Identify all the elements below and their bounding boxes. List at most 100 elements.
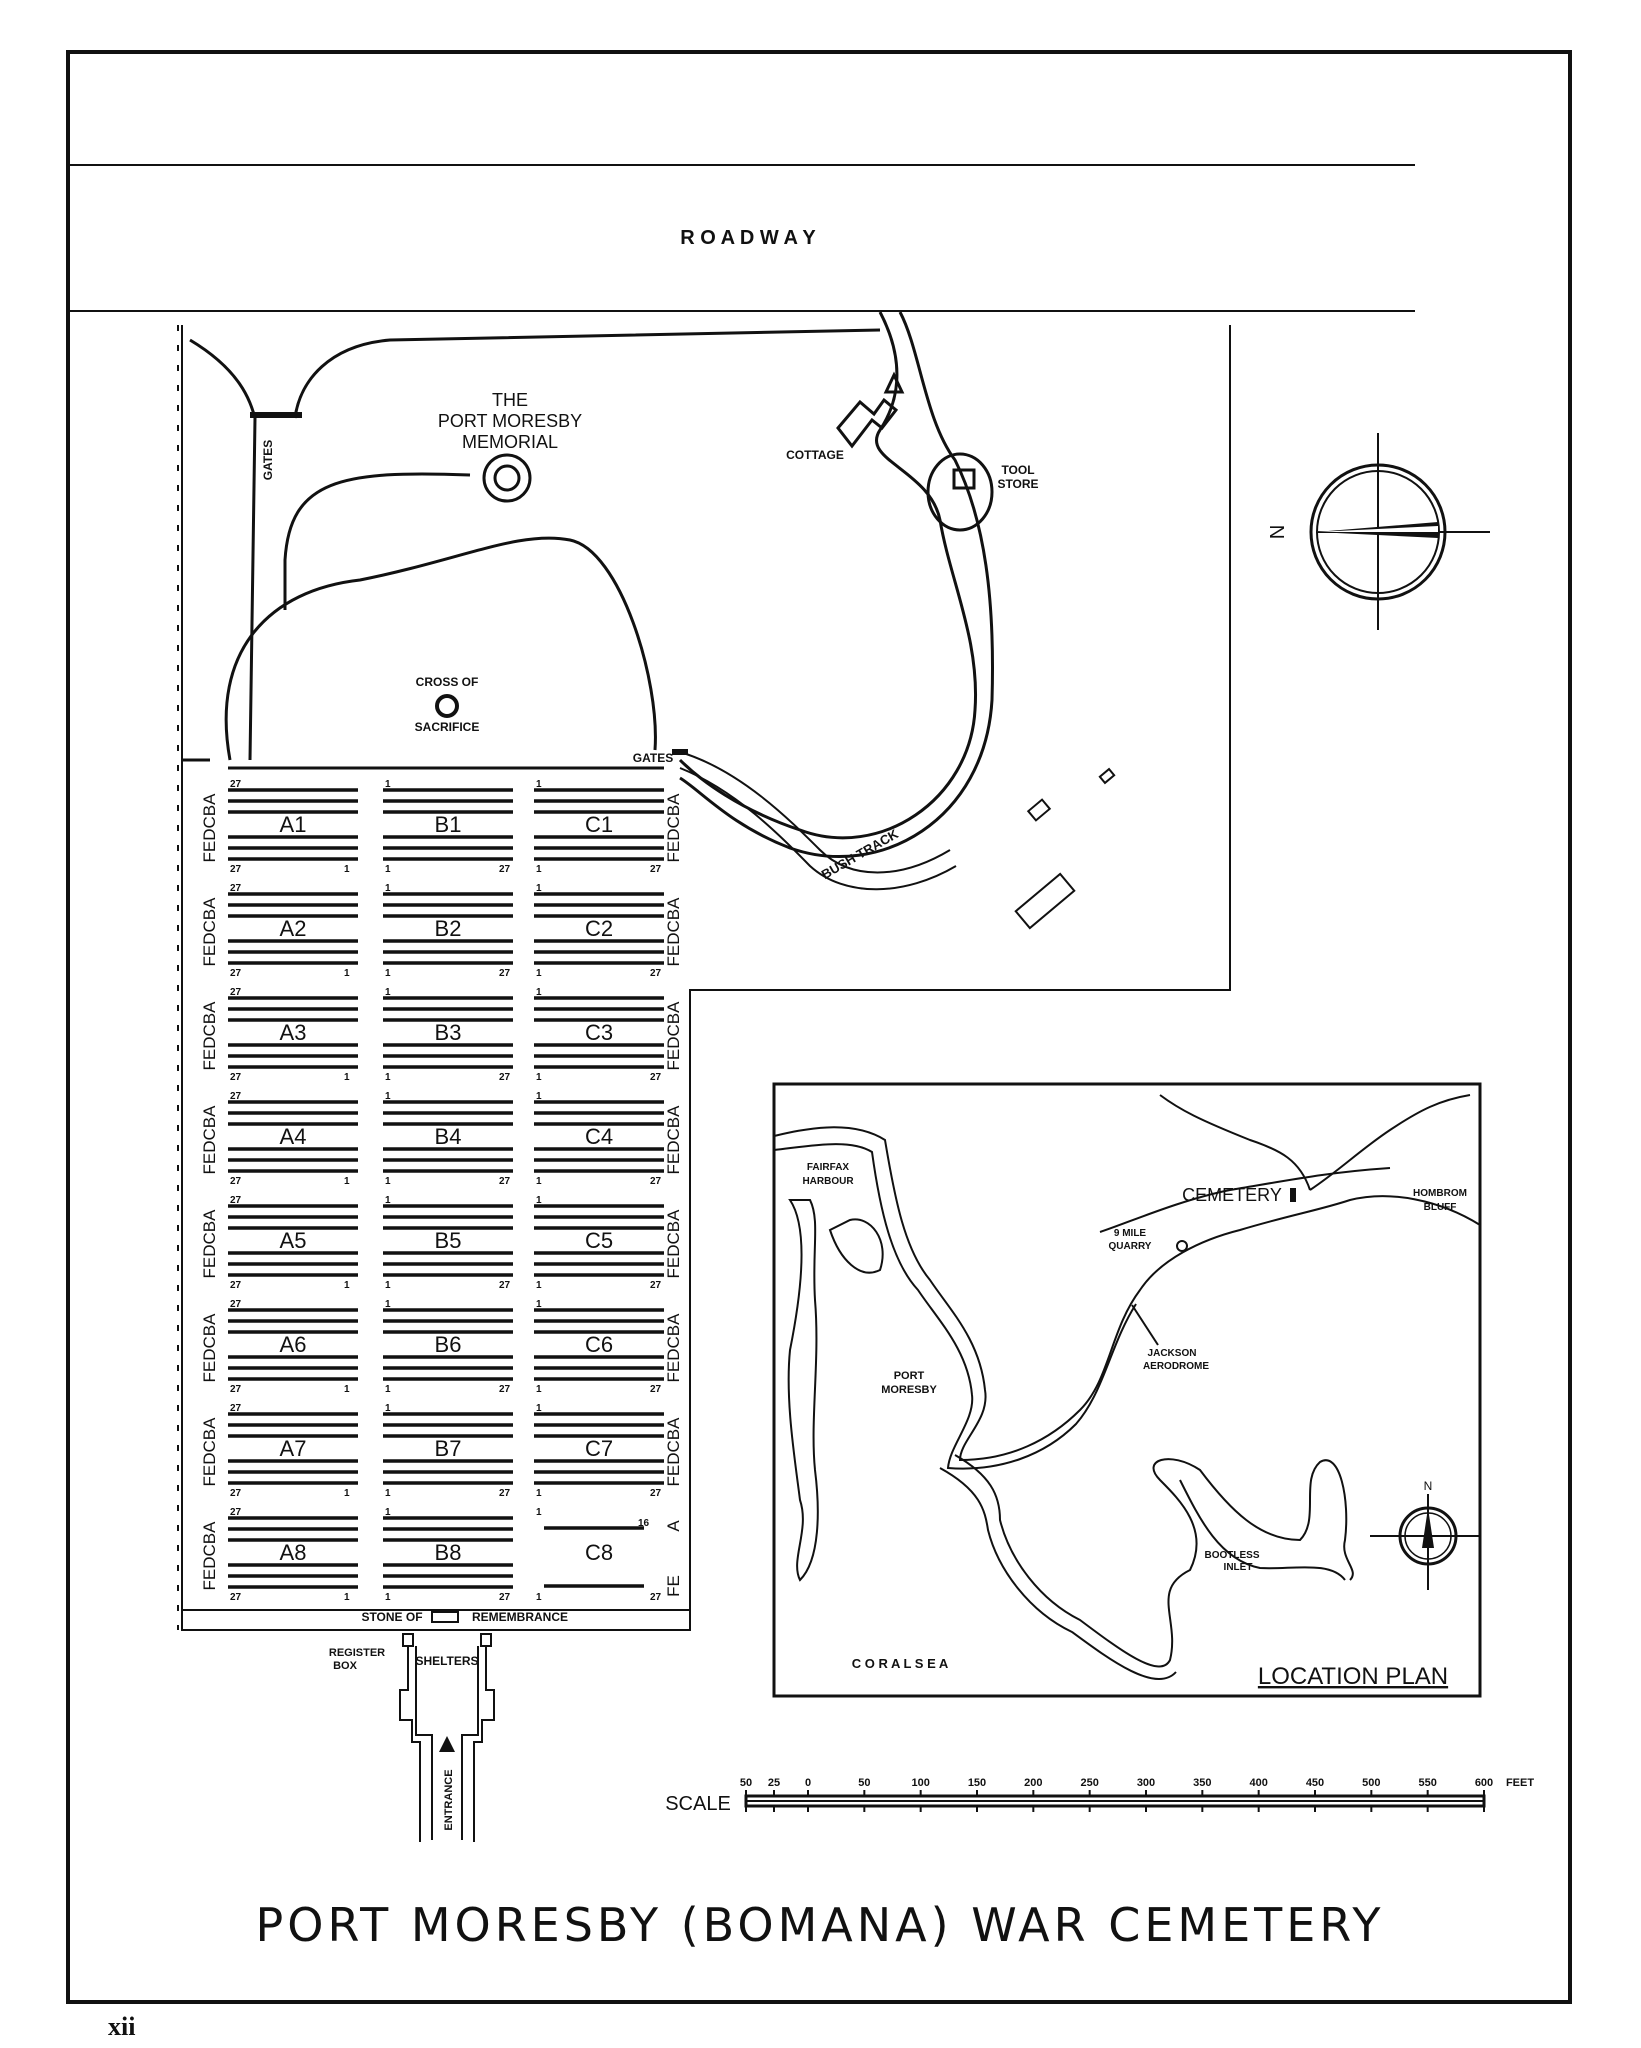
section-label: C4 — [585, 1124, 613, 1149]
memorial-lawn-edge — [224, 536, 657, 761]
section-label: B1 — [435, 812, 462, 837]
section-label-bg — [574, 919, 624, 939]
row-letters-right: FEDCBA — [664, 1105, 683, 1175]
grave-number: 1 — [385, 779, 391, 790]
grave-number: 27 — [230, 883, 242, 894]
port-moresby-label-line2: MORESBY — [881, 1384, 937, 1396]
scale-unit: FEET — [1506, 1777, 1534, 1789]
grave-number: 27 — [650, 1072, 662, 1083]
cottage-island — [883, 371, 905, 394]
grave-number: 27 — [230, 1403, 242, 1414]
location-plan-map — [773, 1094, 1481, 1680]
grave-number: 1 — [536, 1299, 542, 1310]
grave-number: 1 — [536, 1488, 542, 1499]
bush-track-line1 — [679, 751, 951, 874]
section-label: B8 — [435, 1540, 462, 1565]
gates-top-label: GATES — [261, 440, 275, 480]
nine-mile-quarry-label-line2: QUARRY — [1109, 1241, 1152, 1252]
section-label: A7 — [280, 1436, 307, 1461]
grave-number: 1 — [385, 1488, 391, 1499]
grave-number: 1 — [385, 1507, 391, 1518]
grave-number: 1 — [536, 1384, 542, 1395]
cottage-building — [836, 397, 899, 449]
location-cemetery-label: CEMETERY — [1182, 1185, 1282, 1205]
section-label-bg — [423, 815, 473, 835]
section-label: A5 — [280, 1228, 307, 1253]
nine-mile-quarry-label-line1: 9 MILE — [1114, 1228, 1147, 1239]
grave-number: 16 — [638, 1518, 650, 1529]
section-label: B7 — [435, 1436, 462, 1461]
grave-number: 27 — [230, 1195, 242, 1206]
cottage-drive — [678, 311, 978, 840]
section-label-bg — [268, 1335, 318, 1355]
section-label-bg — [574, 815, 624, 835]
memorial-circle-inner — [493, 464, 521, 492]
grave-number: 27 — [499, 864, 511, 875]
jackson-aerodrome-label-line1: JACKSON — [1148, 1348, 1197, 1359]
outbuilding-large — [1014, 872, 1076, 930]
section-label-bg — [423, 919, 473, 939]
row-letters-left: FEDCBA — [200, 793, 219, 863]
scale-tick-label: 150 — [968, 1777, 986, 1789]
grave-number: 1 — [385, 1384, 391, 1395]
grave-number: 27 — [650, 1176, 662, 1187]
grave-number: 1 — [344, 1280, 350, 1291]
grave-number: 27 — [230, 1072, 242, 1083]
section-label: B5 — [435, 1228, 462, 1253]
tool-store-label-line2: STORE — [997, 477, 1038, 491]
grave-number: 27 — [230, 987, 242, 998]
cemetery-boundary — [181, 325, 1231, 1631]
section-label: A4 — [280, 1124, 307, 1149]
nine-mile-quarry-marker — [1176, 1240, 1188, 1252]
section-label-bg — [574, 1023, 624, 1043]
north-compass — [1309, 433, 1490, 630]
grave-number: 1 — [344, 1592, 350, 1603]
grave-number: 1 — [536, 1176, 542, 1187]
cross-of-sacrifice-marker — [435, 694, 459, 718]
shelter-left — [402, 1633, 414, 1647]
row-letters-left: FEDCBA — [200, 1105, 219, 1175]
section-label-bg — [268, 1439, 318, 1459]
compass-north-label: N — [1265, 525, 1287, 539]
grave-number: 1 — [385, 883, 391, 894]
section-label: A3 — [280, 1020, 307, 1045]
outbuilding-medium — [1026, 798, 1052, 822]
grave-number: 27 — [230, 1299, 242, 1310]
scale-tick-label: 0 — [805, 1777, 811, 1789]
grave-number: 27 — [499, 1280, 511, 1291]
page-number: xii — [108, 2012, 136, 2041]
section-label: C5 — [585, 1228, 613, 1253]
grave-number: 1 — [344, 864, 350, 875]
row-letters-left: FEDCBA — [200, 1209, 219, 1279]
memorial-label-line3: MEMORIAL — [462, 432, 558, 452]
row-letters-right: FEDCBA — [664, 897, 683, 967]
grave-number: 1 — [536, 864, 542, 875]
grave-number: 1 — [536, 1507, 542, 1518]
section-label-bg — [574, 1231, 624, 1251]
grave-number: 1 — [536, 779, 542, 790]
location-plan-title: LOCATION PLAN — [1258, 1663, 1448, 1690]
entrance-path — [399, 1646, 495, 1842]
grave-number: 1 — [385, 968, 391, 979]
section-label-bg — [268, 919, 318, 939]
grave-number: 1 — [385, 1072, 391, 1083]
grave-number: 1 — [536, 1592, 542, 1603]
grave-number: 27 — [230, 1488, 242, 1499]
grave-number: 1 — [385, 1176, 391, 1187]
section-label-bg — [268, 1023, 318, 1043]
scale-tick-label: 50 — [740, 1777, 752, 1789]
scale-tick-label: 250 — [1080, 1777, 1098, 1789]
section-label-bg — [268, 1231, 318, 1251]
grave-number: 1 — [536, 1072, 542, 1083]
grave-number: 27 — [230, 1592, 242, 1603]
register-box-label-line1: REGISTER — [329, 1647, 385, 1659]
section-label-bg — [423, 1023, 473, 1043]
scale-tick-label: 50 — [858, 1777, 870, 1789]
outbuilding-small — [1098, 767, 1116, 785]
grave-number: 1 — [385, 1280, 391, 1291]
scale-tick-label: 400 — [1249, 1777, 1267, 1789]
grave-number: 1 — [536, 968, 542, 979]
scale-tick-label: 100 — [911, 1777, 929, 1789]
scale-tick-label: 200 — [1024, 1777, 1042, 1789]
grave-number: 27 — [230, 779, 242, 790]
